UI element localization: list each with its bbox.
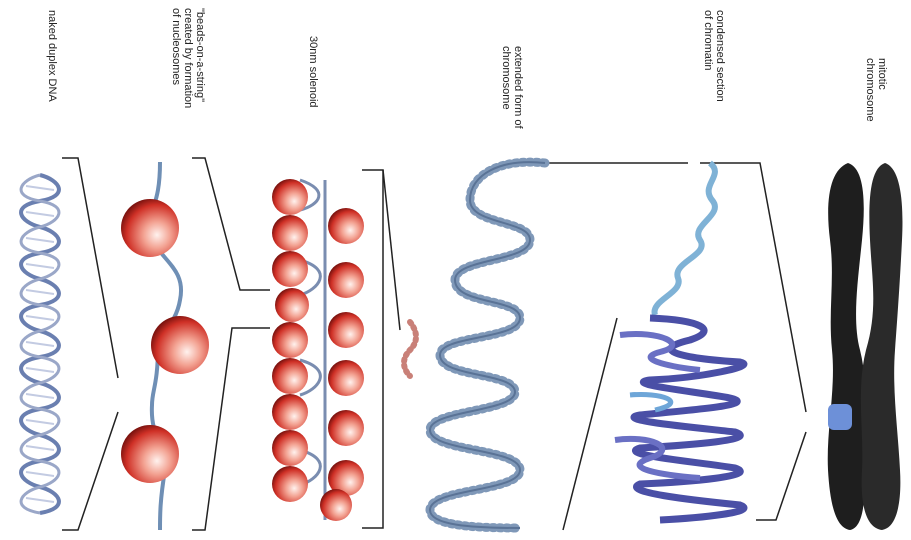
nucleosome bbox=[272, 215, 308, 251]
bracket-beads-top bbox=[192, 158, 270, 290]
bracket-solenoid bbox=[362, 170, 383, 528]
chromatin-fiber-light bbox=[654, 163, 714, 315]
highlighted-band bbox=[828, 404, 852, 430]
label-condensed-chromatin: condensed section of chromatin bbox=[702, 10, 726, 102]
bracket-condensed-bottom bbox=[756, 432, 806, 520]
chromatid-left bbox=[828, 163, 865, 530]
nucleosome bbox=[275, 288, 309, 322]
bead-chain-core bbox=[430, 162, 545, 528]
bracket-solenoid-link bbox=[383, 170, 400, 330]
chromatin-fiber-dense bbox=[634, 318, 744, 520]
nucleosome bbox=[272, 358, 308, 394]
label-naked-dna: naked duplex DNA bbox=[46, 10, 58, 102]
bracket-extended-bottom bbox=[563, 318, 617, 530]
label-extended-chromosome: extended form of chromosome bbox=[500, 46, 524, 129]
nucleosome bbox=[272, 251, 308, 287]
nucleosome bbox=[272, 466, 308, 502]
nucleosome bbox=[121, 199, 179, 257]
bracket-dna-top bbox=[62, 158, 118, 378]
label-solenoid: 30nm solenoid bbox=[307, 36, 319, 108]
nucleosome bbox=[151, 316, 209, 374]
nucleosome bbox=[272, 179, 308, 215]
nucleosome bbox=[320, 489, 352, 521]
condensed-chromatin bbox=[615, 163, 744, 520]
nucleosome bbox=[272, 430, 308, 466]
nucleosome bbox=[328, 208, 364, 244]
solenoid-segment bbox=[404, 322, 416, 376]
solenoid-30nm bbox=[272, 179, 364, 521]
nucleosome bbox=[272, 394, 308, 430]
label-mitotic-chromosome: mitotic chromosome bbox=[864, 58, 888, 122]
nucleosome bbox=[328, 262, 364, 298]
naked-dna-helix bbox=[21, 175, 59, 513]
nucleosome bbox=[272, 322, 308, 358]
chromatid-right bbox=[861, 163, 903, 530]
bracket-dna-bottom bbox=[62, 412, 118, 530]
nucleosome bbox=[328, 410, 364, 446]
nucleosome bbox=[121, 425, 179, 483]
nucleosome bbox=[328, 312, 364, 348]
nucleosome bbox=[328, 360, 364, 396]
extended-chromosome bbox=[404, 162, 545, 528]
mitotic-chromosome bbox=[828, 163, 903, 530]
beads-on-a-string bbox=[121, 162, 209, 530]
label-beads-on-string: "beads-on-a-string" created by formation… bbox=[170, 8, 206, 108]
